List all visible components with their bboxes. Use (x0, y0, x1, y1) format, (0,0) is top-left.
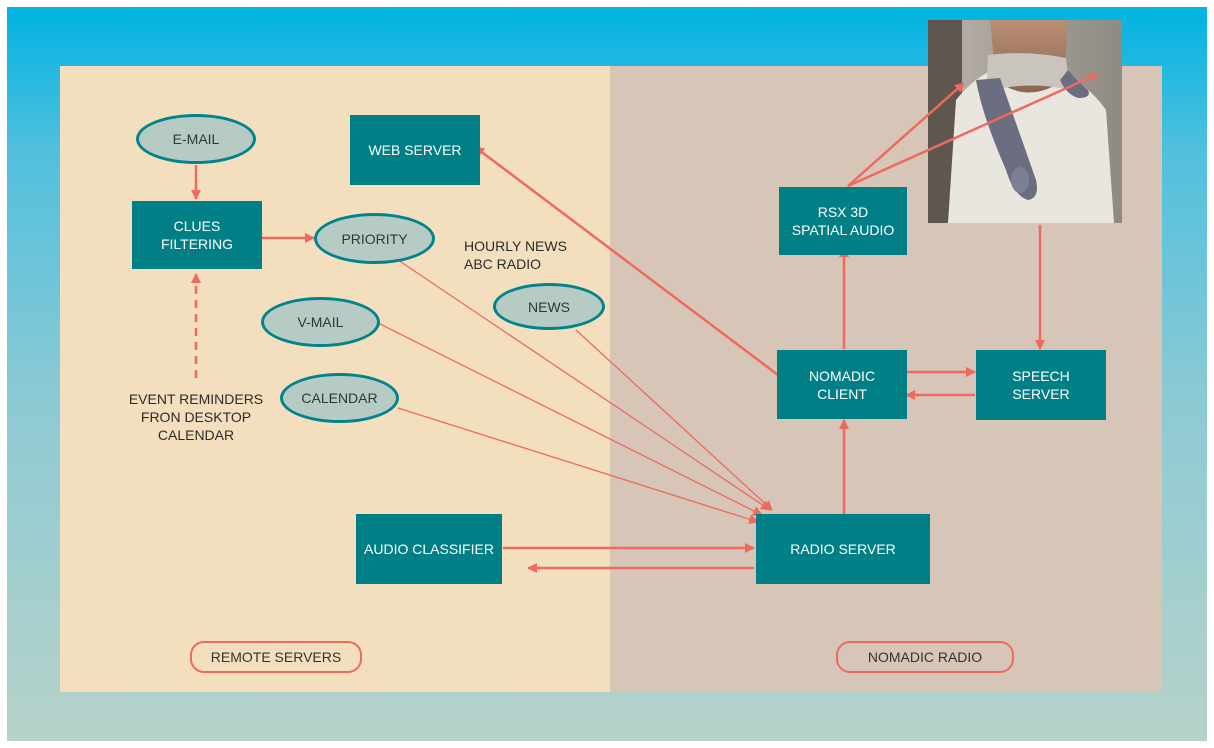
nomadic-client-node: NOMADIC CLIENT (777, 350, 907, 419)
rsx-spatial-audio-node: RSX 3D SPATIAL AUDIO (779, 187, 907, 255)
news-label: NEWS (528, 298, 570, 315)
web-server-node: WEB SERVER (350, 115, 480, 185)
vmail-label: V-MAIL (297, 314, 344, 330)
speech-server-node: SPEECH SERVER (976, 350, 1106, 420)
calendar-node: CALENDAR (280, 373, 399, 423)
news-node: NEWS (493, 283, 605, 330)
hourly-news-label: HOURLY NEWS ABC RADIO (464, 238, 567, 272)
nomadic-radio-badge: NOMADIC RADIO (836, 641, 1014, 673)
audio-classifier-node: AUDIO CLASSIFIER (356, 514, 502, 584)
wearable-device-photo (928, 20, 1122, 223)
priority-label: PRIORITY (341, 230, 408, 247)
radio-server-node: RADIO SERVER (756, 514, 930, 584)
calendar-label: CALENDAR (301, 390, 378, 406)
priority-node: PRIORITY (314, 213, 435, 264)
event-reminders-label: EVENT REMINDERS FRON DESKTOP CALENDAR (128, 391, 264, 443)
email-label: E-MAIL (172, 131, 220, 147)
remote-servers-badge: REMOTE SERVERS (190, 641, 362, 673)
email-node: E-MAIL (136, 114, 256, 164)
clues-filtering-node: CLUES FILTERING (132, 201, 262, 269)
vmail-node: V-MAIL (261, 297, 380, 347)
